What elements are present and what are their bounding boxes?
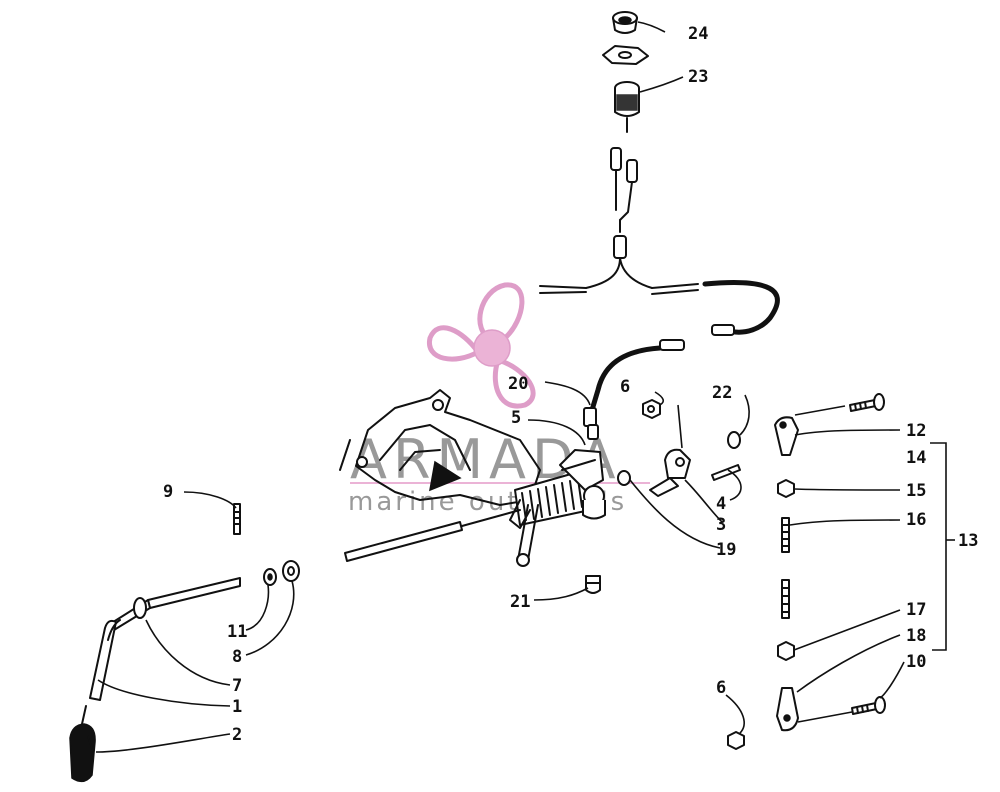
part-6-nut-upper [642, 399, 661, 419]
part-24-washer [602, 45, 649, 65]
part-24-cap [612, 11, 638, 34]
callout-5: 5 [511, 408, 521, 428]
part-12-screw [849, 393, 885, 412]
callout-7: 7 [232, 676, 242, 696]
part-5-bracket [339, 389, 541, 506]
callout-22: 22 [712, 383, 732, 403]
part-6-nut-lower [727, 731, 745, 750]
part-21-bolt [585, 575, 601, 594]
callout-12: 12 [906, 421, 926, 441]
callout-20: 20 [508, 374, 528, 394]
callout-11: 11 [227, 622, 247, 642]
callout-10: 10 [906, 652, 926, 672]
part-10-screw [851, 696, 886, 715]
callout-17: 17 [906, 600, 926, 620]
part-14-rod-end-upper [774, 416, 799, 456]
part-2-knob [69, 705, 96, 783]
part-15-nut [777, 479, 795, 498]
callout-15: 15 [906, 481, 926, 501]
callout-16: 16 [906, 510, 926, 530]
part-3-lever [649, 448, 691, 497]
callout-9: 9 [163, 482, 173, 502]
part-8-washer [282, 560, 300, 582]
leader-lines [87, 21, 955, 753]
callout-6-upper: 6 [620, 377, 630, 397]
callout-21: 21 [510, 592, 530, 612]
callout-numbers: 24 23 20 5 6 22 4 3 19 21 9 11 8 7 1 2 1… [163, 24, 978, 745]
callout-23: 23 [688, 67, 708, 87]
callout-3: 3 [716, 515, 726, 535]
part-16-rod [781, 517, 790, 619]
part-18-rod-end-lower [776, 687, 799, 732]
callout-18: 18 [906, 626, 926, 646]
part-11-washer [263, 568, 277, 586]
spring-assembly [509, 449, 606, 567]
callout-4: 4 [716, 494, 726, 514]
callout-19: 19 [716, 540, 736, 560]
part-22-washer [727, 431, 741, 449]
shift-shaft [344, 509, 521, 562]
part-19-washer [617, 470, 631, 486]
part-1-lever [89, 577, 241, 701]
callout-24: 24 [688, 24, 708, 44]
watermark-logo: ARMADA marine outboards [348, 282, 650, 517]
callout-1: 1 [232, 697, 242, 717]
part-17-nut [777, 641, 795, 661]
callout-13: 13 [958, 531, 978, 551]
callout-2: 2 [232, 725, 242, 745]
callout-8: 8 [232, 647, 242, 667]
callout-6-lower: 6 [716, 678, 726, 698]
part-4-pin [711, 464, 741, 481]
callout-14: 14 [906, 448, 926, 468]
part-23-switch [614, 81, 640, 133]
propeller-icon [427, 282, 536, 409]
wire-harness [539, 147, 780, 440]
part-9-pin [233, 503, 241, 535]
